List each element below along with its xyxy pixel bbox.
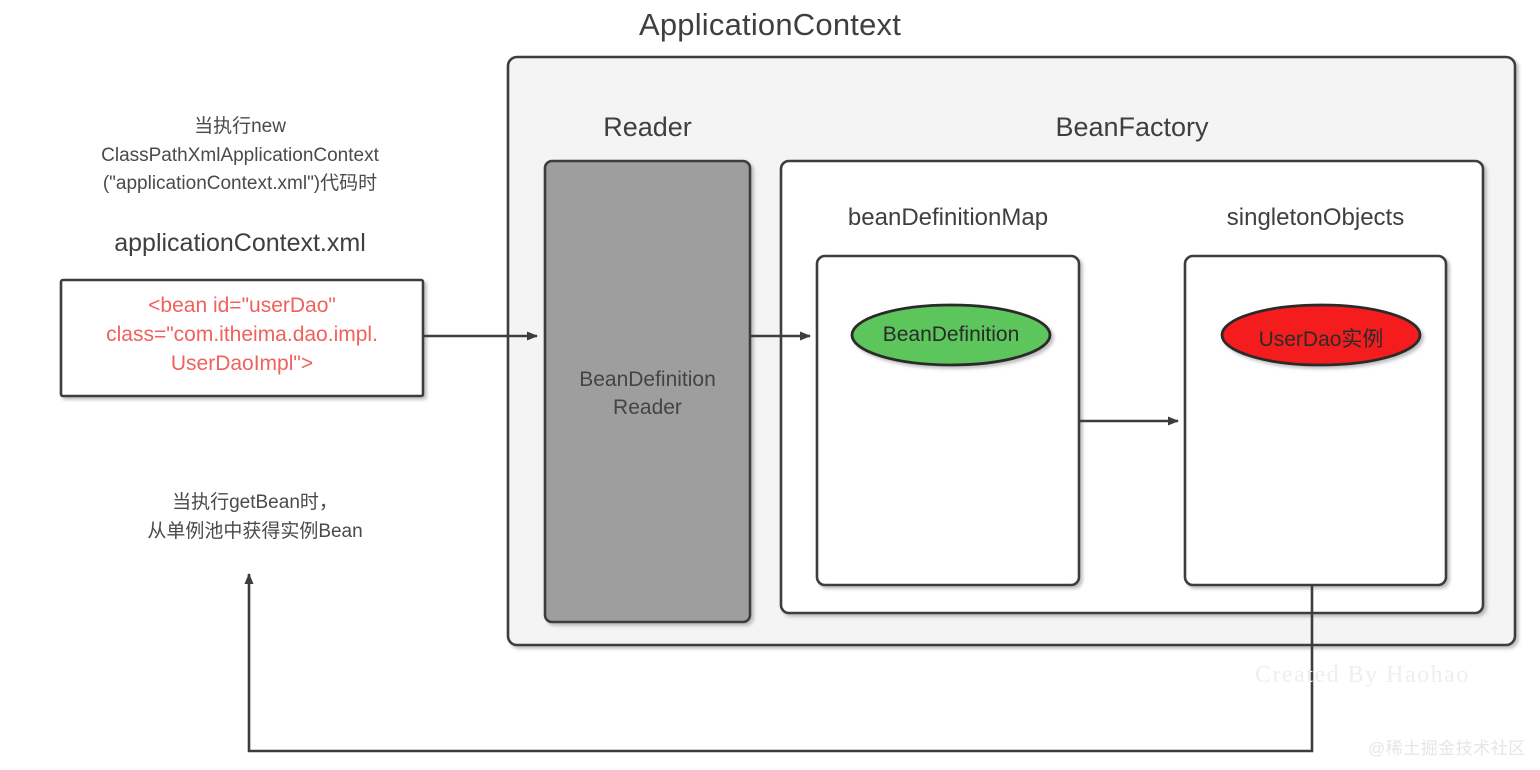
bean-definition-map-label: beanDefinitionMap [847, 204, 1049, 231]
bean-definition-node-label: BeanDefinition [882, 323, 1020, 346]
note-getbean: 当执行getBean时， 从单例池中获得实例Bean [147, 492, 363, 542]
page-title: ApplicationContext [638, 7, 902, 42]
note-new-application-context: 当执行new ClassPathXmlApplicationContext ("… [101, 116, 379, 194]
bean-definition-reader-box [543, 159, 752, 624]
arrow-singleton-objects-to-getbean [244, 573, 1314, 753]
reader-container-label: Reader [603, 112, 692, 142]
watermark-community: @稀土掘金技术社区 [1368, 739, 1526, 758]
bean-factory-container-label: BeanFactory [1055, 112, 1209, 142]
userdao-instance-node-label: UserDao实例 [1258, 328, 1384, 351]
singleton-objects-label: singletonObjects [1226, 204, 1405, 231]
application-context-xml-filename: applicationContext.xml [114, 229, 366, 257]
bean-definition-node [850, 303, 1052, 367]
userdao-instance-node [1220, 303, 1422, 367]
watermark-created-by: Created By Haohao [1255, 662, 1470, 688]
application-context-xml-code: <bean id="userDao" class="com.itheima.da… [106, 294, 378, 375]
application-context-xml-box [59, 278, 425, 398]
bean-definition-reader-label: BeanDefinition Reader [579, 368, 716, 419]
